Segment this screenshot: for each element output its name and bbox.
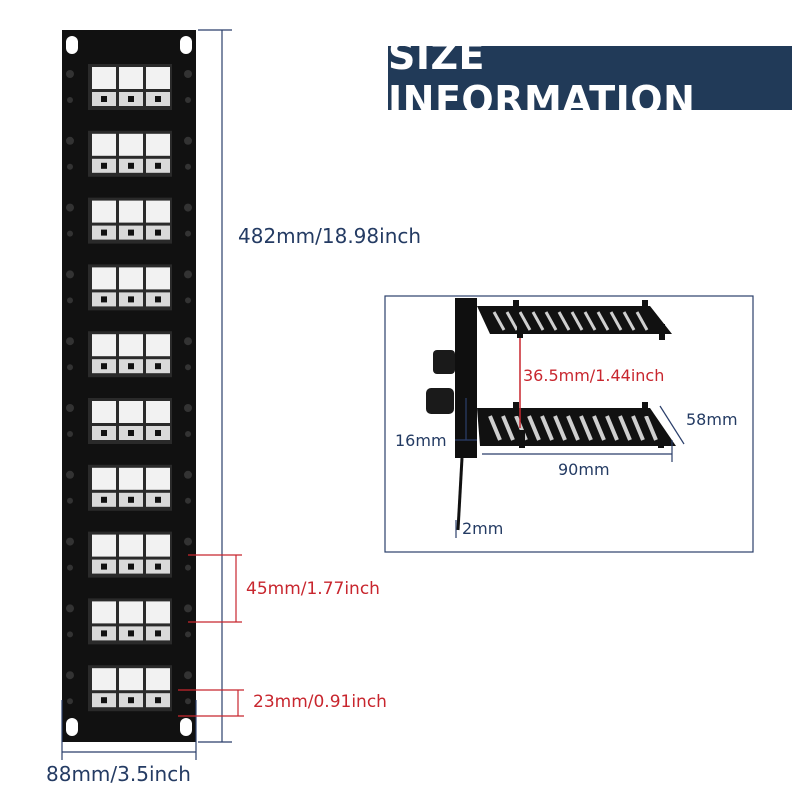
screw-icon	[66, 404, 74, 412]
keystone-slot	[92, 668, 116, 691]
keystone-slot	[146, 467, 170, 490]
height-label: 482mm/18.98inch	[238, 224, 422, 248]
lower-shelf	[477, 408, 676, 446]
keystone-slot	[92, 334, 116, 357]
title-banner: SIZE INFORMATION	[388, 34, 792, 122]
mounting-hole-icon	[66, 36, 78, 54]
keystone-slot	[146, 534, 170, 557]
keystone-slot	[119, 267, 143, 290]
mounting-hole-icon	[180, 36, 192, 54]
keystone-slot	[92, 133, 116, 156]
screw-icon	[433, 350, 455, 374]
depth-label: 58mm	[686, 410, 738, 429]
keystone-slot	[146, 267, 170, 290]
width-dimension	[61, 700, 197, 760]
keystone-slot	[119, 200, 143, 223]
keystone-slot	[119, 601, 143, 624]
screw-icon	[66, 203, 74, 212]
mounting-hole-icon	[180, 718, 192, 736]
keystone-slot	[92, 534, 116, 557]
mounting-hole-icon	[66, 718, 78, 736]
keystone-slot	[119, 334, 143, 357]
screw-icon	[184, 537, 192, 546]
screw-icon	[426, 388, 454, 414]
keystone-slot	[119, 534, 143, 557]
screw-icon	[66, 136, 74, 145]
keystone-slot	[119, 133, 143, 156]
keystone-slot	[92, 200, 116, 223]
screw-icon	[184, 604, 192, 613]
thickness-label: 2mm	[462, 519, 504, 538]
keystone-slot	[92, 267, 116, 290]
pitch-dimension	[188, 554, 242, 623]
width-label: 88mm/3.5inch	[46, 762, 191, 786]
keystone-slot	[92, 601, 116, 624]
keystone-slot	[119, 467, 143, 490]
offset-dimension	[178, 689, 244, 717]
keystone-slot	[146, 67, 170, 89]
screw-icon	[184, 136, 192, 145]
keystone-slot	[146, 133, 170, 156]
keystone-module	[66, 398, 192, 444]
keystone-slot	[146, 401, 170, 423]
keystone-module	[66, 331, 192, 378]
keystone-slot	[119, 67, 143, 89]
screw-icon	[184, 70, 192, 78]
clearance-label: 16mm	[395, 431, 447, 450]
keystone-slot	[146, 668, 170, 691]
screw-icon	[184, 404, 192, 412]
offset-label: 23mm/0.91inch	[253, 692, 387, 712]
keystone-slot	[119, 401, 143, 423]
keystone-module	[66, 598, 192, 645]
screw-icon	[184, 470, 192, 479]
screw-icon	[66, 70, 74, 78]
keystone-slot	[146, 200, 170, 223]
keystone-module	[66, 665, 192, 712]
screw-icon	[184, 337, 192, 346]
screw-icon	[66, 270, 74, 279]
keystone-module	[66, 264, 192, 311]
keystone-module	[66, 464, 192, 511]
screw-icon	[184, 203, 192, 212]
inset-panel-plate	[455, 298, 477, 458]
height-dimension	[198, 29, 232, 743]
keystone-slot	[92, 467, 116, 490]
keystone-slot	[146, 334, 170, 357]
pitch-label: 45mm/1.77inch	[246, 579, 380, 599]
keystone-slot	[92, 67, 116, 89]
keystone-slot	[119, 668, 143, 691]
screw-icon	[66, 604, 74, 613]
screw-icon	[66, 671, 74, 680]
keystone-module	[66, 197, 192, 244]
keystone-module	[66, 130, 192, 177]
keystone-module	[66, 531, 192, 578]
patch-panel	[62, 30, 196, 742]
length-label: 90mm	[558, 460, 610, 479]
shelf-gap-label: 36.5mm/1.44inch	[523, 366, 665, 385]
screw-icon	[66, 537, 74, 546]
detail-inset	[384, 295, 754, 553]
module-group	[66, 64, 192, 712]
screw-icon	[184, 671, 192, 680]
screw-icon	[66, 470, 74, 479]
keystone-module	[66, 64, 192, 110]
screw-icon	[66, 337, 74, 346]
keystone-slot	[146, 601, 170, 624]
screw-icon	[184, 270, 192, 279]
keystone-slot	[92, 401, 116, 423]
